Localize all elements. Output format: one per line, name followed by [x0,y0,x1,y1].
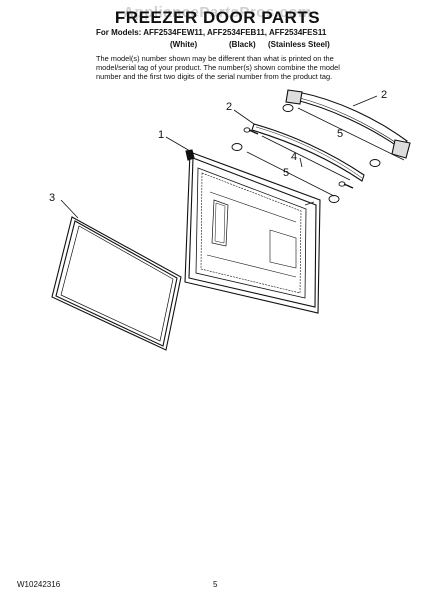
door-gasket [51,216,182,351]
callout-2-handle: 2 [381,89,387,101]
callout-5-lower: 5 [283,167,289,179]
callout-3: 3 [49,192,55,204]
page-title: FREEZER DOOR PARTS [114,8,321,27]
callout-5-upper: 5 [337,128,343,140]
variant-white: (White) [170,40,198,49]
models-line: For Models: AFF2534FEW11, AFF2534FEB11, … [96,28,327,37]
variant-stainless: (Stainless Steel) [268,40,330,49]
model-note: The model(s) number shown may be differe… [96,54,340,81]
page-number: 5 [213,580,218,589]
door-panel [184,149,321,314]
callout-1: 1 [158,129,164,141]
variant-black: (Black) [229,40,256,49]
leader-lines [60,95,405,219]
fasteners [231,104,381,203]
watermark-text: AppliancePartsPros.com [123,4,312,21]
document-number: W10242316 [17,580,61,589]
door-handle [285,89,411,159]
callout-4: 4 [291,151,297,163]
callout-2-trim: 2 [226,101,232,113]
